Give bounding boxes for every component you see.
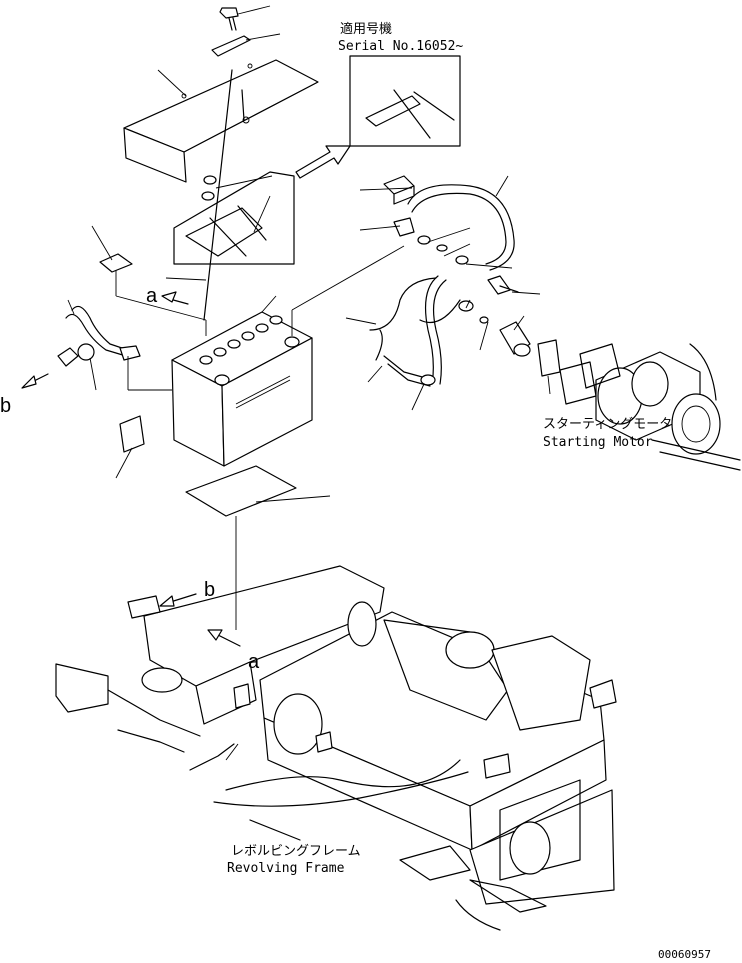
battery-cover xyxy=(123,59,319,183)
harness-nuts xyxy=(417,235,469,265)
harness-bolt xyxy=(487,275,519,295)
terminal-cap xyxy=(499,321,531,357)
wiring-harness xyxy=(369,184,515,387)
small-washer xyxy=(479,316,489,324)
harness-connectors xyxy=(420,300,474,386)
starting-motor-label-jp: スターティングモータ xyxy=(543,417,672,432)
boot-cap xyxy=(537,339,561,377)
revolving-frame-label-jp: レボルビングフレーム xyxy=(231,844,361,859)
harness-clip xyxy=(393,217,415,237)
battery-terminals xyxy=(214,336,300,386)
relay xyxy=(383,175,415,205)
clamp-detail-box xyxy=(173,171,295,265)
battery xyxy=(171,311,313,467)
drawing-number: 00060957 xyxy=(658,948,711,961)
frame-view-label-b: b xyxy=(204,579,215,601)
leader-lines xyxy=(67,5,551,761)
battery-caps xyxy=(199,315,283,365)
view-label-b: b xyxy=(0,395,11,417)
view-arrow-a xyxy=(161,291,189,305)
top-bolt xyxy=(219,7,239,31)
battery-mat xyxy=(185,465,297,517)
frame-view-label-a: a xyxy=(248,651,260,673)
nut-pair xyxy=(201,175,217,201)
revolving-frame-label-en: Revolving Frame xyxy=(227,861,345,876)
frame-view-arrow-b xyxy=(159,593,197,607)
view-label-a: a xyxy=(146,285,158,307)
battery-label-sticker xyxy=(99,253,133,273)
starting-motor xyxy=(559,343,741,471)
arrow-to-serial-detail xyxy=(295,145,351,179)
serial-label-jp: 適用号機 xyxy=(340,21,392,37)
serial-label-en: Serial No.16052~ xyxy=(338,39,463,54)
view-arrow-b xyxy=(21,373,49,389)
battery-side-pad xyxy=(119,415,145,453)
negative-cable xyxy=(57,305,141,367)
frame-view-arrow-a xyxy=(207,629,241,647)
hold-down-bracket xyxy=(211,35,251,57)
starting-motor-label-en: Starting Motor xyxy=(543,435,653,450)
revolving-frame xyxy=(55,565,617,931)
serial-detail-box xyxy=(349,55,461,147)
